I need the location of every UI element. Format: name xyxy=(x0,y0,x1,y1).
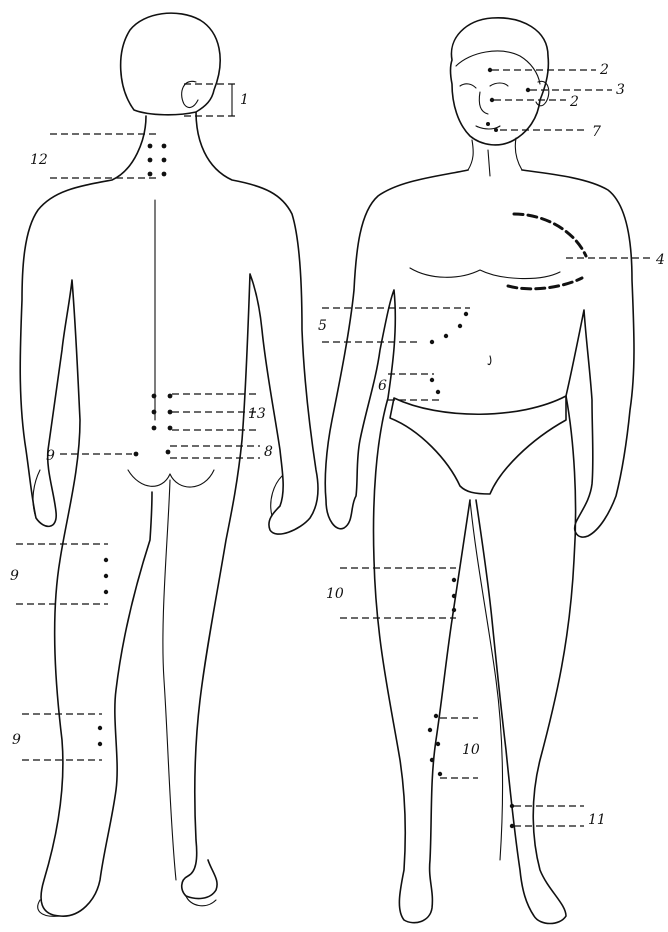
callout-front-flank: 5 xyxy=(318,318,327,334)
front-view-figure xyxy=(325,18,634,924)
marker-back-calf-1 xyxy=(98,726,102,730)
front-eye-right xyxy=(490,83,508,86)
marker-front-jaw-1 xyxy=(486,122,490,126)
marker-back-lower-4 xyxy=(168,410,173,415)
marker-back-lower-5 xyxy=(152,426,157,431)
marker-front-shin-1 xyxy=(510,804,514,808)
marker-back-thigh-1 xyxy=(104,558,108,562)
callout-back-buttock: 9 xyxy=(46,448,55,464)
marker-back-lower-3 xyxy=(152,410,157,415)
callout-back-neck: 12 xyxy=(30,152,48,168)
marker-back-thigh-2 xyxy=(104,574,108,578)
marker-front-cheek xyxy=(490,98,494,102)
marker-front-abdomen-2 xyxy=(436,390,440,394)
front-body-outline-left xyxy=(325,170,470,923)
callout-front-jaw: 7 xyxy=(592,124,601,140)
marker-front-knee-2 xyxy=(428,728,432,732)
marker-back-lower-6 xyxy=(168,426,173,431)
back-inner-leg-line xyxy=(163,480,176,880)
marker-front-shin-2 xyxy=(510,824,514,828)
marker-back-neck-3 xyxy=(148,158,153,163)
marker-front-knee-1 xyxy=(434,714,438,718)
front-view-callouts: 2 3 2 7 4 5 6 xyxy=(318,62,665,828)
front-nose xyxy=(479,92,488,114)
marker-back-lower-1 xyxy=(152,394,157,399)
marker-back-sacrum xyxy=(166,450,171,455)
marker-front-knee-4 xyxy=(430,758,434,762)
marker-front-flank-3 xyxy=(444,334,448,338)
callout-front-shin: 11 xyxy=(588,812,606,828)
marker-back-neck-6 xyxy=(162,172,167,177)
marker-back-calf-2 xyxy=(98,742,102,746)
marker-front-thigh-3 xyxy=(452,608,456,612)
marker-back-lower-2 xyxy=(168,394,173,399)
marker-front-knee-5 xyxy=(438,772,442,776)
callout-back-thigh: 9 xyxy=(10,568,19,584)
callout-front-thigh: 10 xyxy=(326,586,344,602)
breast-outline-upper xyxy=(514,214,586,256)
front-navel xyxy=(488,356,491,365)
callout-front-temple: 2 xyxy=(599,62,609,78)
callout-front-knee: 10 xyxy=(462,742,480,758)
callout-front-breast: 4 xyxy=(655,252,665,268)
marker-front-flank-4 xyxy=(430,340,434,344)
back-foot-outline xyxy=(38,896,216,916)
front-chest-line xyxy=(410,268,560,279)
callout-front-ear: 3 xyxy=(616,82,625,98)
back-body-outline xyxy=(20,116,152,916)
front-hair-line xyxy=(456,51,540,84)
marker-front-thigh-1 xyxy=(452,578,456,582)
marker-front-flank-2 xyxy=(458,324,462,328)
back-left-hand xyxy=(33,470,40,518)
callout-back-sacrum: 8 xyxy=(264,444,273,460)
back-buttocks-outline xyxy=(128,470,214,487)
callout-back-calf: 9 xyxy=(12,732,21,748)
marker-back-neck-4 xyxy=(162,158,167,163)
marker-back-neck-1 xyxy=(148,144,153,149)
front-body-outline-right xyxy=(476,170,634,924)
marker-back-neck-5 xyxy=(148,172,153,177)
marker-front-knee-3 xyxy=(436,742,440,746)
callout-back-lower-back: 13 xyxy=(248,406,266,422)
back-view-callouts: 1 12 13 8 9 9 xyxy=(10,84,273,760)
marker-front-abdomen-1 xyxy=(430,378,434,382)
marker-back-thigh-3 xyxy=(104,590,108,594)
callout-front-cheek: 2 xyxy=(569,94,579,110)
front-neck xyxy=(468,138,522,176)
marker-front-thigh-2 xyxy=(452,594,456,598)
front-briefs-outline xyxy=(390,396,566,494)
marker-front-temple xyxy=(488,68,492,72)
marker-back-buttock xyxy=(134,452,139,457)
back-head-outline xyxy=(121,13,221,115)
marker-front-jaw-2 xyxy=(494,128,498,132)
marker-back-neck-2 xyxy=(162,144,167,149)
marker-front-ear xyxy=(526,88,530,92)
back-view-figure xyxy=(20,13,318,916)
front-eye-left xyxy=(460,84,476,88)
back-body-outline-right xyxy=(182,112,318,898)
back-ear-outline xyxy=(182,81,198,107)
marker-front-flank-1 xyxy=(464,312,468,316)
breast-outline-lower xyxy=(508,278,582,289)
callout-back-ear: 1 xyxy=(240,92,249,108)
callout-front-abdomen: 6 xyxy=(378,378,387,394)
